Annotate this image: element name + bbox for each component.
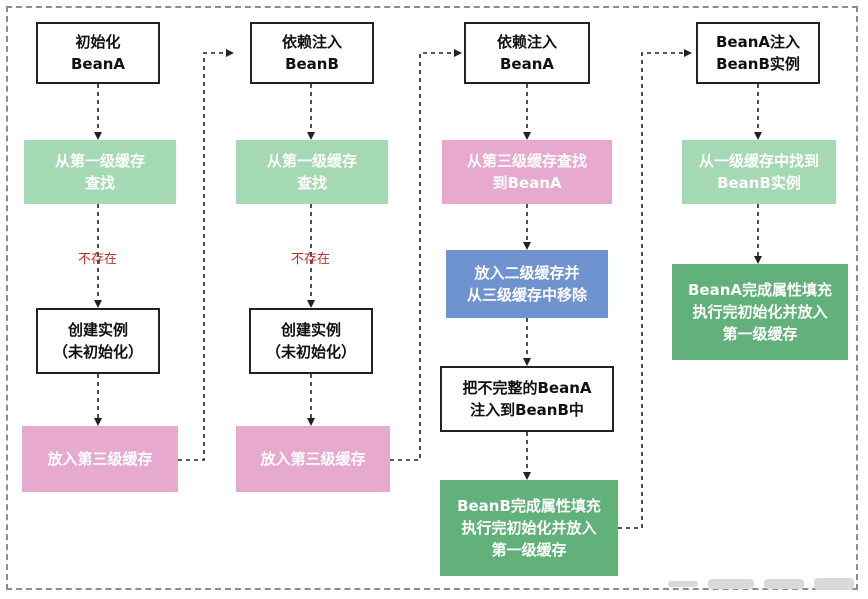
c4-find-text: 从一级缓存中找到 BeanB实例 [698, 152, 819, 192]
c4-beana-complete-box: BeanA完成属性填充 执行完初始化并放入 第一级缓存 [672, 264, 848, 360]
inject-beanb-box: 依赖注入 BeanB [250, 22, 374, 84]
inject-beanb-text: 依赖注入 BeanB [281, 33, 342, 73]
c3-move-text: 放入二级缓存并 从三级缓存中移除 [466, 264, 587, 304]
c3-inject-text: 把不完整的BeanA 注入到BeanB中 [462, 379, 592, 419]
c3-find-text: 从第三级缓存查找 到BeanA [466, 152, 587, 192]
c3-inject-incomplete-box: 把不完整的BeanA 注入到BeanB中 [440, 366, 614, 432]
arrow-c1-to-c2 [178, 49, 234, 461]
c1-find-text: 从第一级缓存 查找 [54, 152, 145, 192]
inject-beana-box: 依赖注入 BeanA [464, 22, 590, 84]
init-beana-text: 初始化 BeanA [70, 33, 126, 73]
c3-complete-text: BeanB完成属性填充 执行完初始化并放入 第一级缓存 [457, 497, 601, 559]
c2-put-text: 放入第三级缓存 [260, 450, 366, 468]
c4-find-first-cache-box: 从一级缓存中找到 BeanB实例 [682, 140, 836, 204]
c2-find-text: 从第一级缓存 查找 [266, 152, 357, 192]
arrow-c2-to-c3 [390, 49, 462, 461]
c4-complete-text: BeanA完成属性填充 执行完初始化并放入 第一级缓存 [687, 281, 833, 343]
c1-create-text: 创建实例 （未初始化） [52, 321, 143, 361]
beana-inject-beanb-text: BeanA注入 BeanB实例 [715, 33, 801, 73]
init-beana-box: 初始化 BeanA [36, 22, 160, 84]
c2-find-first-cache-box: 从第一级缓存 查找 [236, 140, 388, 204]
c2-put-third-cache-box: 放入第三级缓存 [236, 426, 390, 492]
c1-find-first-cache-box: 从第一级缓存 查找 [24, 140, 176, 204]
watermark-smudge [668, 578, 854, 590]
c3-beanb-complete-box: BeanB完成属性填充 执行完初始化并放入 第一级缓存 [440, 480, 618, 576]
beana-inject-beanb-box: BeanA注入 BeanB实例 [696, 22, 820, 84]
c1-put-third-cache-box: 放入第三级缓存 [22, 426, 178, 492]
c2-create-text: 创建实例 （未初始化） [265, 321, 356, 361]
c1-create-instance-box: 创建实例 （未初始化） [36, 308, 160, 374]
c2-not-exist-label: 不存在 [291, 252, 331, 267]
c3-move-second-cache-box: 放入二级缓存并 从三级缓存中移除 [446, 250, 608, 318]
c2-create-instance-box: 创建实例 （未初始化） [249, 308, 373, 374]
c1-put-text: 放入第三级缓存 [47, 450, 153, 468]
arrow-c3-to-c4 [618, 49, 692, 529]
outer-dashed-frame [6, 6, 858, 590]
c3-find-third-cache-box: 从第三级缓存查找 到BeanA [442, 140, 612, 204]
c1-not-exist-label: 不存在 [78, 252, 118, 267]
inject-beana-text: 依赖注入 BeanA [496, 33, 557, 73]
